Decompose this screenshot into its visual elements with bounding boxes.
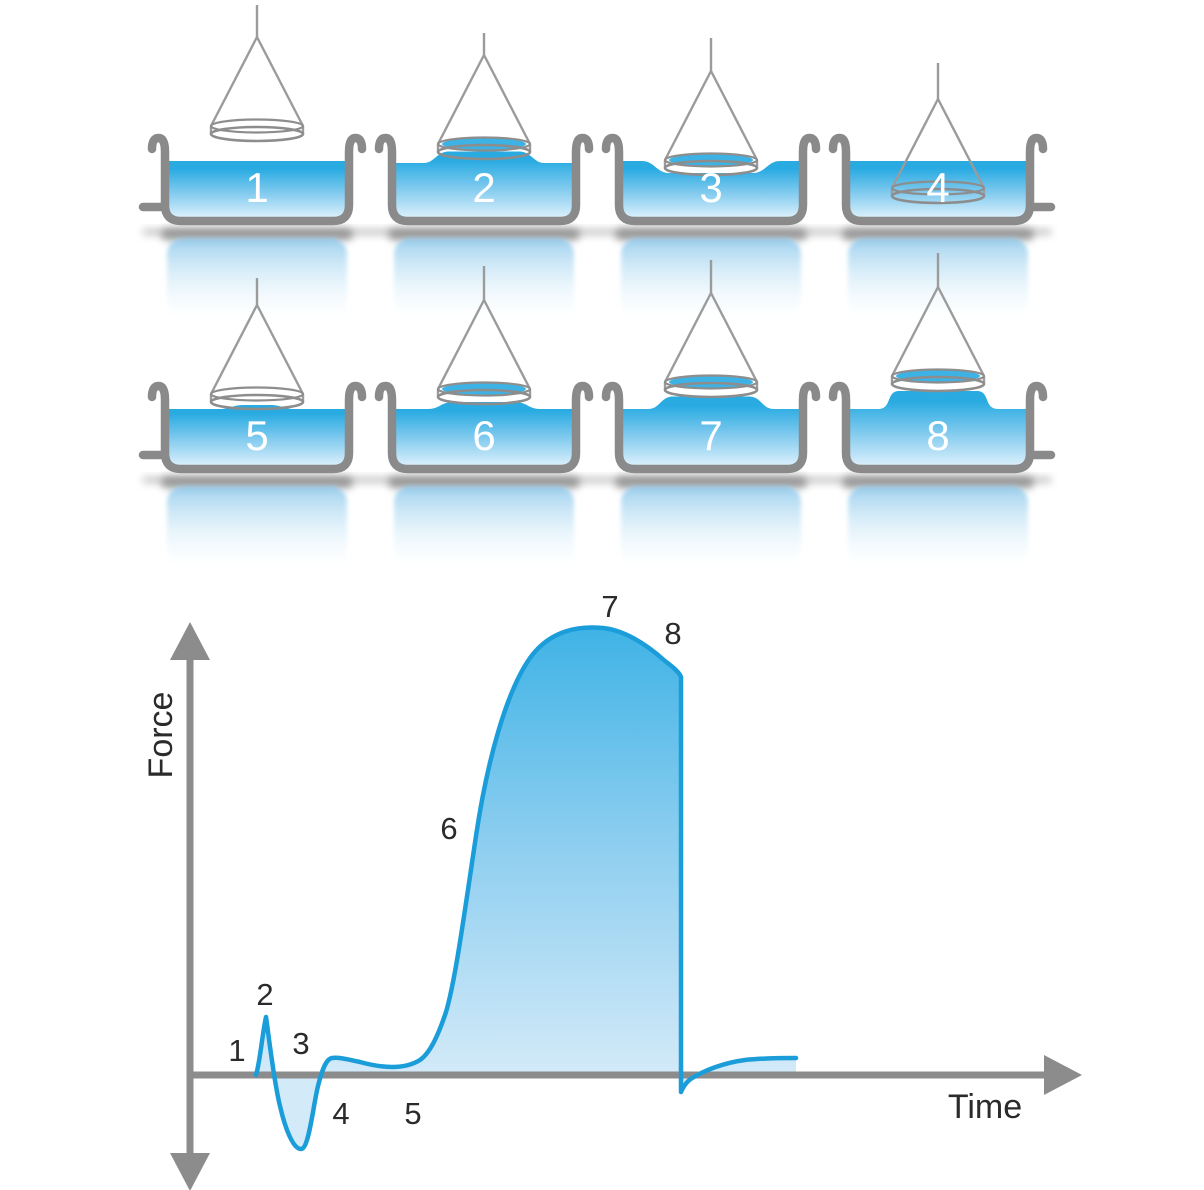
dish-liquid-stage-3 bbox=[622, 161, 800, 217]
stage-number-1: 1 bbox=[245, 164, 268, 211]
x-axis-arrow-icon bbox=[1044, 1055, 1082, 1095]
chart-point-label-8: 8 bbox=[664, 616, 681, 651]
chart-point-label-4: 4 bbox=[332, 1096, 349, 1131]
dish-shadow bbox=[161, 228, 353, 241]
dish-liquid-stage-5 bbox=[168, 405, 346, 465]
dish-shadow bbox=[161, 476, 353, 489]
stage-number-2: 2 bbox=[472, 164, 495, 211]
ring-probe-icon bbox=[890, 253, 986, 393]
dish-liquid-stage-2 bbox=[395, 151, 573, 217]
dish-shadow bbox=[842, 228, 1034, 241]
probe-leg-left bbox=[209, 304, 259, 395]
stage-number-8: 8 bbox=[926, 412, 949, 459]
ring-probe-icon bbox=[436, 266, 532, 406]
dish-shadow bbox=[615, 228, 807, 241]
ring-top-rim bbox=[663, 374, 759, 390]
stage-number-4: 4 bbox=[926, 164, 949, 211]
stage-number-5: 5 bbox=[245, 412, 268, 459]
ring-top-rim bbox=[436, 136, 532, 152]
probe-leg-right bbox=[255, 36, 305, 127]
row-reflection bbox=[143, 228, 1051, 322]
ring-probe-icon bbox=[663, 260, 759, 399]
tray-shadow-line bbox=[143, 477, 1051, 483]
x-axis-label: Time bbox=[948, 1088, 1022, 1126]
row-reflection bbox=[143, 476, 1051, 570]
probe-leg-left bbox=[436, 299, 486, 390]
dish-shadow bbox=[842, 476, 1034, 489]
ring-bottom-rim bbox=[209, 125, 305, 143]
dish-liquid-stage-7 bbox=[622, 396, 800, 465]
stage-number-6: 6 bbox=[472, 412, 495, 459]
dish-tray bbox=[138, 133, 1056, 226]
chart-point-label-3: 3 bbox=[292, 1026, 309, 1061]
probe-leg-left bbox=[436, 54, 486, 145]
ring-top-rim bbox=[890, 368, 986, 384]
dish-liquid-stage-6 bbox=[395, 402, 573, 465]
probe-leg-right bbox=[255, 304, 305, 395]
chart-point-label-7: 7 bbox=[601, 589, 618, 624]
ring-bottom-rim bbox=[663, 381, 759, 399]
probe-leg-right bbox=[482, 299, 532, 390]
dish-shadow bbox=[388, 228, 580, 241]
ring-bottom-rim bbox=[209, 393, 305, 411]
y-axis-label: Force bbox=[142, 692, 180, 779]
dish-shadow bbox=[615, 476, 807, 489]
ring-top-rim bbox=[663, 152, 759, 168]
ring-probe-icon bbox=[209, 5, 305, 143]
y-axis-arrow-down-icon bbox=[170, 1153, 210, 1190]
ring-bottom-rim bbox=[890, 187, 986, 205]
chart-point-label-2: 2 bbox=[256, 977, 273, 1012]
ring-bottom-rim bbox=[436, 143, 532, 161]
ring-bottom-rim bbox=[436, 388, 532, 406]
chart-curve bbox=[253, 625, 799, 1152]
ring-top-rim bbox=[436, 381, 532, 397]
probe-leg-right bbox=[709, 70, 759, 161]
dish-liquid-stage-8 bbox=[849, 391, 1027, 465]
probe-leg-right bbox=[936, 98, 986, 189]
chart-area-fill bbox=[256, 627, 796, 1149]
probe-leg-left bbox=[663, 70, 713, 161]
ring-top-rim bbox=[890, 180, 986, 196]
liquid-reflection bbox=[167, 486, 347, 570]
stages-diagram: 1 2 3 4 5 6 7 8 bbox=[138, 5, 1056, 570]
ring-probe-icon bbox=[436, 33, 532, 161]
stage-number-7: 7 bbox=[699, 412, 722, 459]
ring-probe-icon bbox=[663, 38, 759, 177]
chart-point-label-5: 5 bbox=[404, 1096, 421, 1131]
liquid-reflection bbox=[394, 486, 574, 570]
stage-number-3: 3 bbox=[699, 164, 722, 211]
liquid-reflection bbox=[848, 486, 1028, 570]
dish-shadow bbox=[388, 476, 580, 489]
ring-bottom-rim bbox=[663, 159, 759, 177]
tray-shadow-line bbox=[143, 229, 1051, 235]
chart-point-label-1: 1 bbox=[228, 1033, 245, 1068]
probe-leg-left bbox=[890, 286, 940, 377]
chart-point-label-6: 6 bbox=[440, 811, 457, 846]
ring-probe-icon bbox=[890, 63, 986, 205]
ring-probe-icon bbox=[209, 278, 305, 411]
liquid-reflection bbox=[621, 486, 801, 570]
dish-tray bbox=[138, 381, 1056, 474]
probe-leg-right bbox=[482, 54, 532, 145]
probe-leg-left bbox=[663, 292, 713, 383]
probe-leg-left bbox=[209, 36, 259, 127]
y-axis-arrow-up-icon bbox=[170, 622, 210, 660]
probe-leg-left bbox=[890, 98, 940, 189]
ring-bottom-rim bbox=[890, 375, 986, 393]
dish-liquid-stage-1 bbox=[168, 161, 346, 217]
probe-leg-right bbox=[709, 292, 759, 383]
ring-top-rim bbox=[209, 386, 305, 402]
probe-leg-right bbox=[936, 286, 986, 377]
ring-top-rim bbox=[209, 118, 305, 134]
